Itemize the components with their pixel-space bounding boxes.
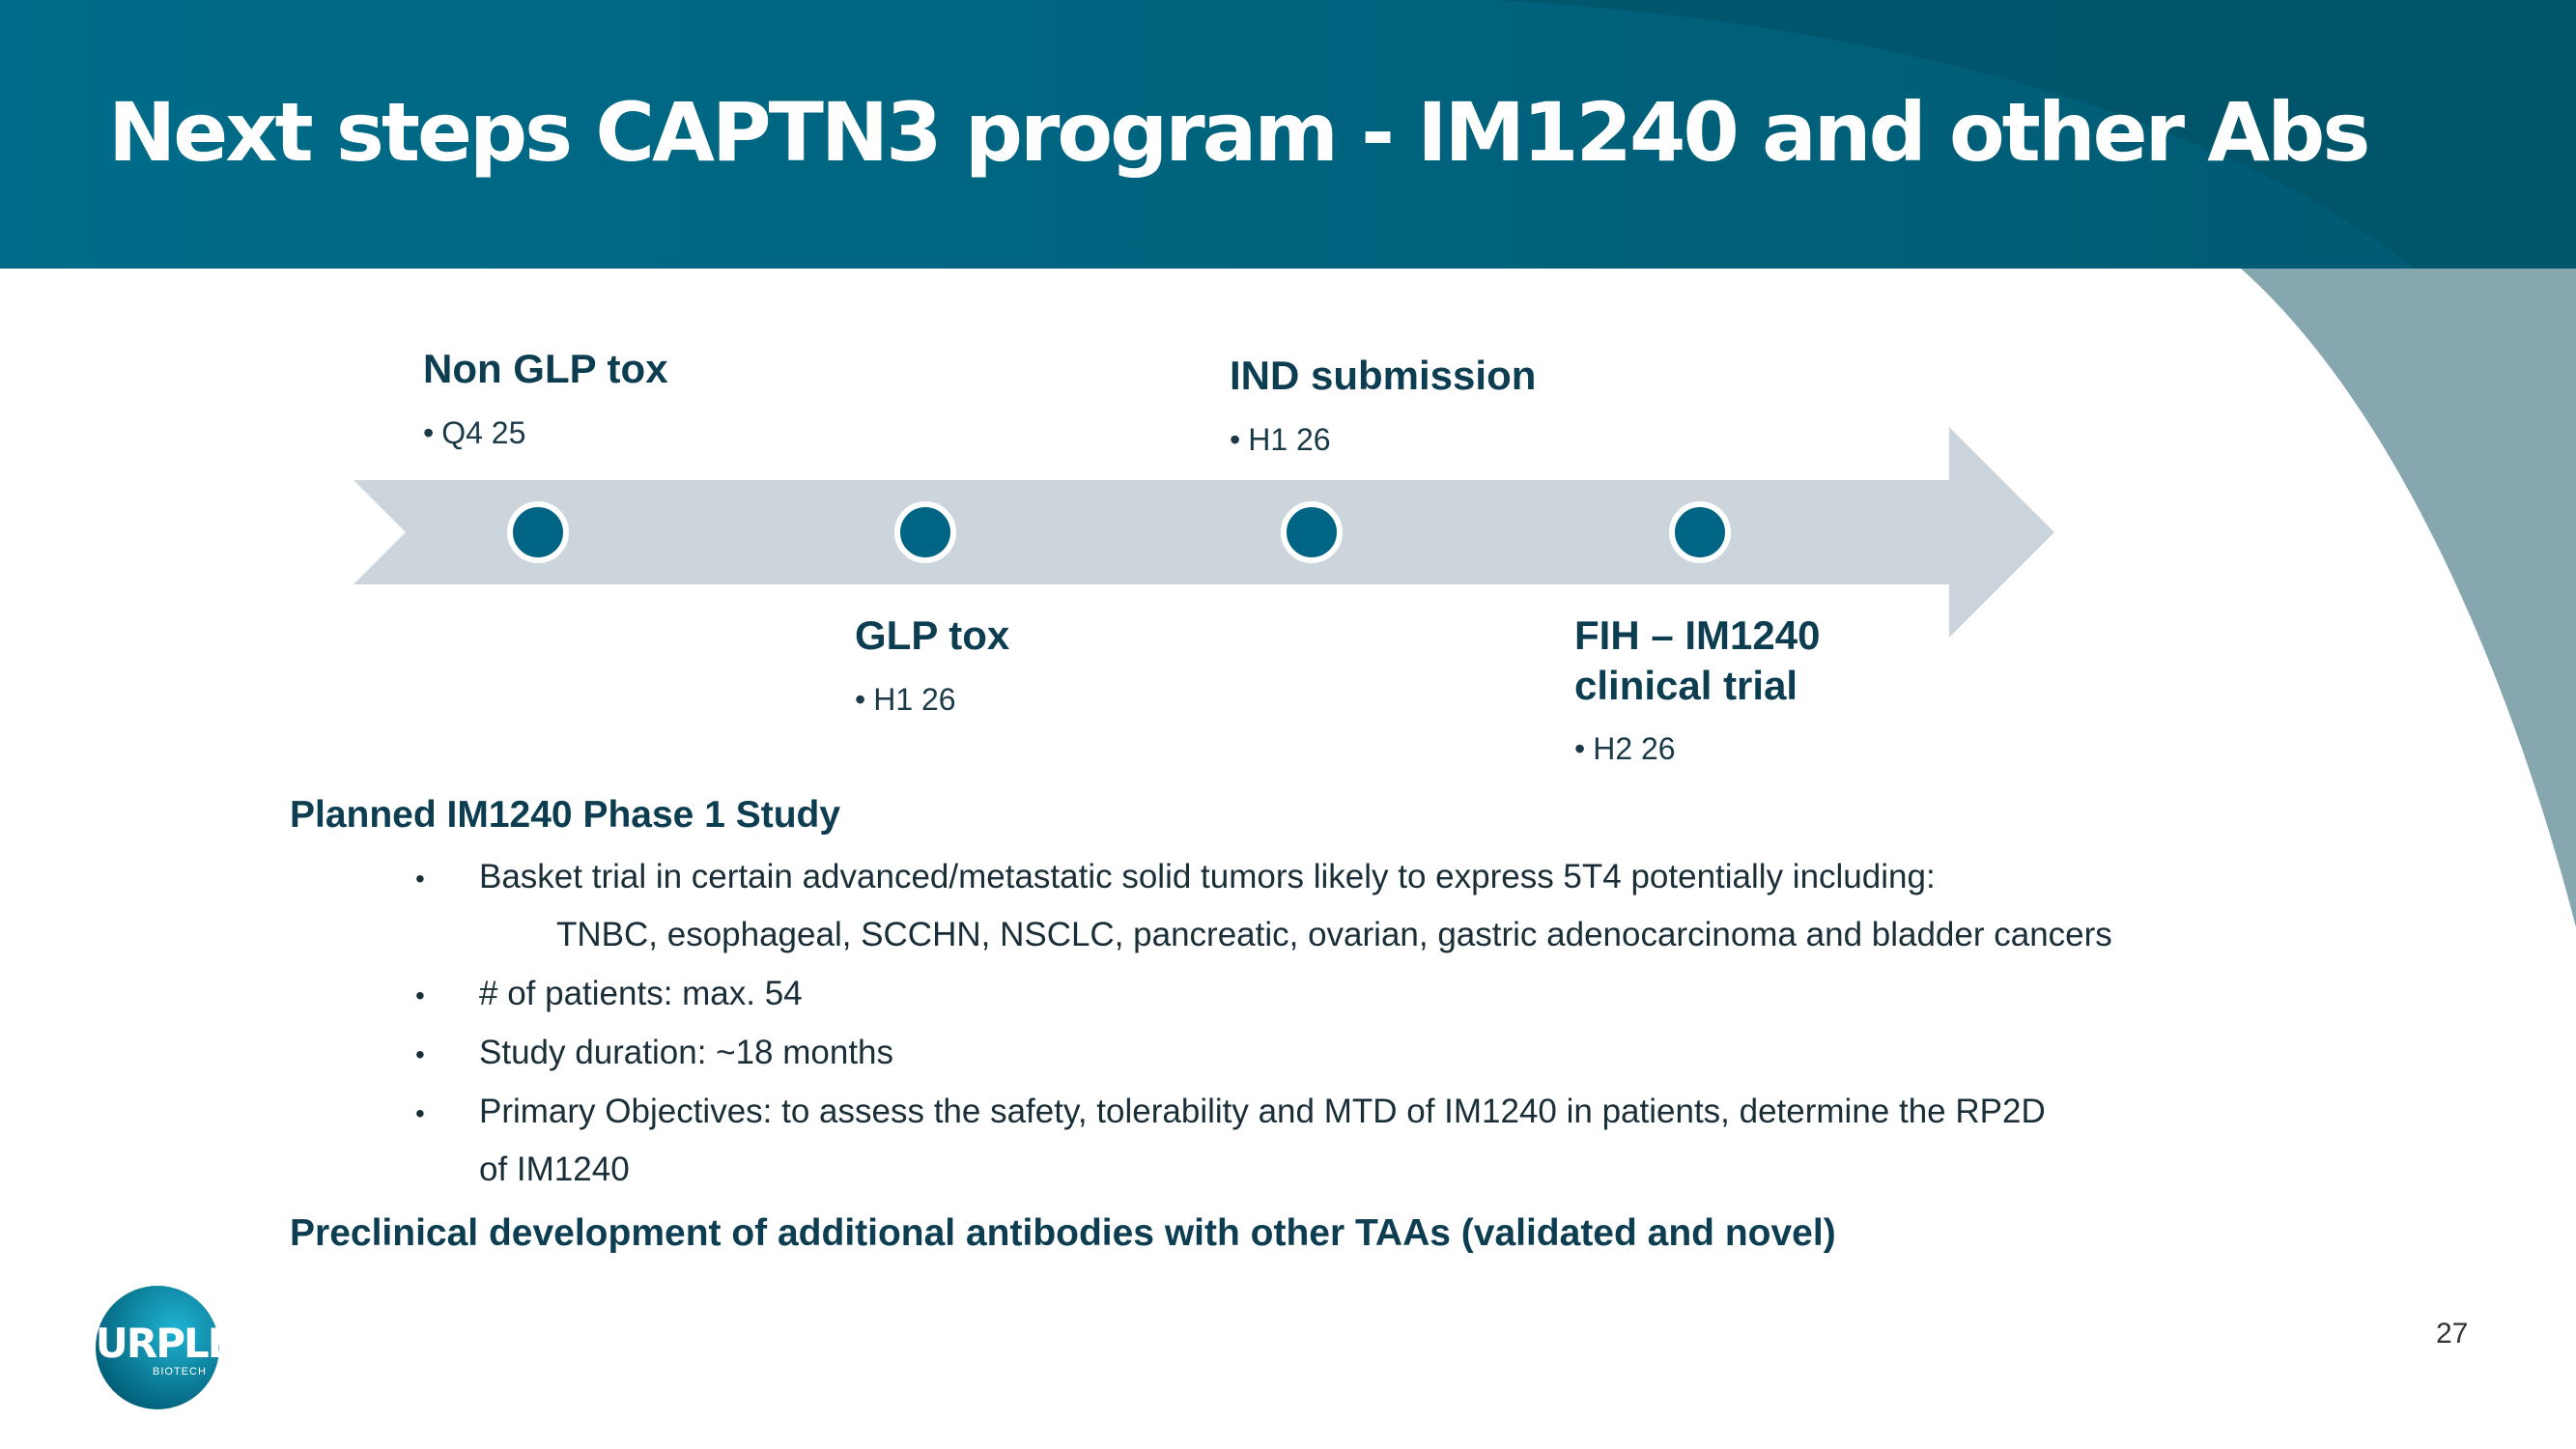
bullet-glyph: •: [415, 864, 425, 894]
bullet-glyph: •: [415, 980, 425, 1010]
milestone-date-text: H2 26: [1593, 731, 1676, 766]
milestone-label-non-glp-tox: Non GLP tox: [423, 346, 668, 391]
study-bullet-text: Study duration: ~18 months: [479, 1034, 894, 1071]
purple-biotech-logo: PURPLE BIOTECH: [68, 1285, 235, 1410]
milestone-date-text: Q4 25: [441, 415, 526, 450]
milestone-label-glp-tox: GLP tox: [855, 612, 1010, 658]
study-bullet-4: • Primary Objectives: to assess the safet…: [415, 1093, 2046, 1131]
study-heading: Planned IM1240 Phase 1 Study: [290, 794, 841, 836]
preclinical-heading: Preclinical development of additional an…: [290, 1212, 1836, 1254]
milestone-date-text: H1 26: [1248, 422, 1331, 457]
study-bullet-1-continuation: TNBC, esophageal, SCCHN, NSCLC, pancreat…: [556, 916, 2112, 953]
milestone-label-fih-line2: clinical trial: [1574, 663, 1798, 708]
timeline-arrow: [354, 427, 2054, 638]
milestone-date-text: H1 26: [873, 682, 956, 717]
bullet-glyph: •: [415, 1098, 425, 1128]
study-bullet-3: • Study duration: ~18 months: [415, 1034, 893, 1072]
milestone-dot-4: [1669, 501, 1731, 563]
bullet-glyph: •: [415, 1039, 425, 1069]
study-bullet-1: • Basket trial in certain advanced/metast…: [415, 858, 1936, 896]
study-bullet-text: # of patients: max. 54: [479, 975, 803, 1012]
milestone-date-non-glp-tox: •Q4 25: [423, 415, 525, 451]
milestone-dot-1: [507, 501, 569, 563]
logo-text: PURPLE: [68, 1320, 235, 1367]
study-bullet-2: • # of patients: max. 54: [415, 975, 803, 1013]
milestone-date-fih: •H2 26: [1574, 731, 1676, 767]
page-number: 27: [2436, 1318, 2469, 1350]
milestone-dots: [507, 501, 1731, 563]
milestone-label-fih-line1: FIH – IM1240: [1574, 612, 1821, 658]
bullet-glyph: •: [1574, 731, 1586, 766]
milestone-date-ind-submission: •H1 26: [1230, 422, 1331, 458]
milestone-label-ind-submission: IND submission: [1230, 353, 1537, 398]
study-bullet-text: Basket trial in certain advanced/metasta…: [479, 858, 1936, 895]
bullet-glyph: •: [423, 415, 435, 450]
study-bullet-text: Primary Objectives: to assess the safety…: [479, 1093, 2046, 1130]
milestone-dot-2: [894, 501, 956, 563]
bullet-glyph: •: [855, 682, 866, 717]
study-bullet-4-continuation: of IM1240: [479, 1151, 630, 1188]
logo-subtext: BIOTECH: [153, 1366, 207, 1378]
header-arc: [1497, 0, 2576, 269]
logo-circle-icon: [96, 1286, 219, 1409]
bullet-glyph: •: [1230, 422, 1241, 457]
milestone-date-glp-tox: •H1 26: [855, 682, 956, 718]
header-band: [0, 0, 2576, 269]
slide-title: Next steps CAPTN3 program - IM1240 and o…: [108, 85, 2370, 180]
milestone-dot-3: [1281, 501, 1343, 563]
